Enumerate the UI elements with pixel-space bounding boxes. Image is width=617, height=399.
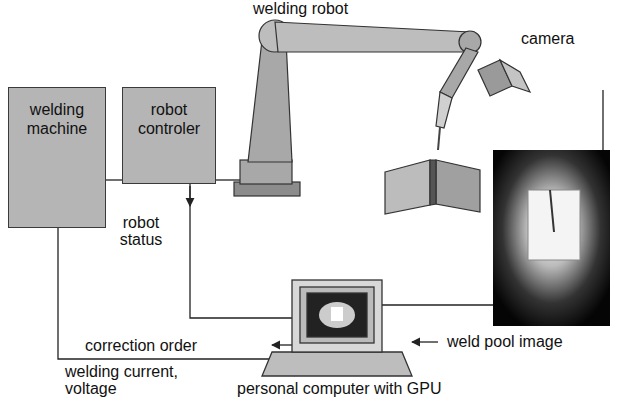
signal-label: welding robot	[252, 0, 349, 17]
signal-label: personal computer with GPU	[236, 380, 443, 397]
welding-robot	[234, 20, 530, 196]
process-box: robot controler	[122, 87, 216, 184]
signal-label: welding current, voltage	[64, 363, 206, 397]
connector-line	[106, 179, 122, 180]
workpiece	[385, 160, 480, 214]
signal-label: robot status	[108, 214, 174, 248]
box-label: welding machine	[15, 100, 99, 138]
signal-arrows	[190, 186, 438, 372]
signal-label: camera	[520, 30, 575, 47]
weld-pool-image	[493, 150, 610, 326]
process-box: welding machine	[8, 87, 106, 228]
signal-label: weld pool image	[446, 333, 564, 350]
box-label: robot controler	[129, 100, 209, 138]
signal-label: correction order	[84, 337, 198, 354]
personal-computer	[262, 280, 412, 376]
